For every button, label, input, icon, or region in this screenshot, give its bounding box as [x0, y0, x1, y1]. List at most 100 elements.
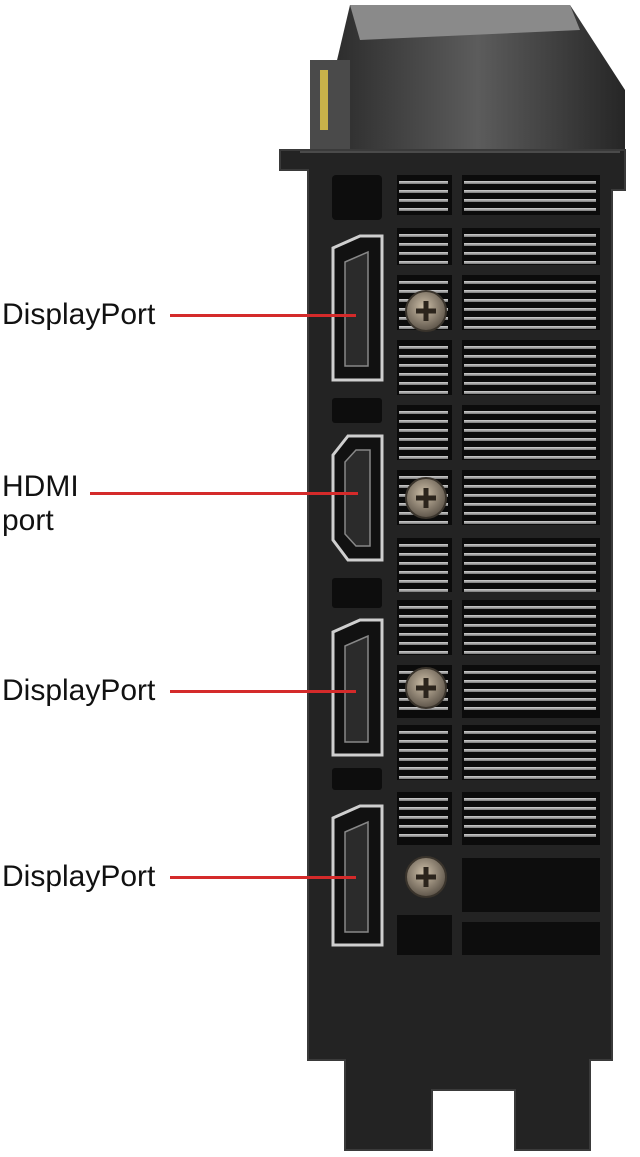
- heatsink-fin: [399, 642, 448, 645]
- screw-3: [405, 667, 447, 709]
- heatsink-fin: [464, 698, 596, 701]
- displayport-3: [331, 804, 384, 947]
- heatsink-fin: [464, 438, 596, 441]
- vent-slot: [397, 228, 452, 265]
- heatsink-fin: [464, 776, 596, 779]
- heatsink-fin: [464, 633, 596, 636]
- vent-slot: [462, 600, 600, 655]
- heatsink-fin: [464, 798, 596, 801]
- heatsink-fin: [464, 553, 596, 556]
- heatsink-fin: [464, 382, 596, 385]
- vent-slot: [462, 922, 600, 955]
- heatsink-fin: [464, 740, 596, 743]
- heatsink-fin: [464, 807, 596, 810]
- screw-1: [405, 290, 447, 332]
- heatsink-fin: [464, 243, 596, 246]
- vent-slot: [397, 405, 452, 460]
- heatsink-fin: [464, 476, 596, 479]
- vent-slot: [462, 725, 600, 780]
- heatsink-fin: [399, 234, 448, 237]
- callout-label-displayport-3: DisplayPort: [2, 860, 156, 893]
- vent-grille: [397, 175, 600, 955]
- heatsink-fin: [399, 553, 448, 556]
- heatsink-fin: [399, 355, 448, 358]
- heatsink-fin: [399, 346, 448, 349]
- leader-line-2: [90, 492, 358, 495]
- heatsink-fin: [399, 562, 448, 565]
- heatsink-fin: [399, 199, 448, 202]
- heatsink-fin: [464, 749, 596, 752]
- heatsink-fin: [464, 261, 596, 264]
- vent-slot: [462, 340, 600, 395]
- vent-slot: [397, 600, 452, 655]
- heatsink-fin: [464, 825, 596, 828]
- heatsink-fin: [464, 834, 596, 837]
- heatsink-fin: [464, 494, 596, 497]
- heatsink-fin: [464, 290, 596, 293]
- vent-slot: [462, 228, 600, 265]
- vent-slot: [397, 725, 452, 780]
- heatsink-fin: [399, 208, 448, 211]
- heatsink-fin: [464, 346, 596, 349]
- heatsink-fin: [464, 707, 596, 710]
- heatsink-fin: [399, 438, 448, 441]
- heatsink-fin: [399, 624, 448, 627]
- heatsink-fin: [399, 825, 448, 828]
- callout-label-displayport-2: DisplayPort: [2, 674, 156, 707]
- screw-2: [405, 477, 447, 519]
- heatsink-fin: [464, 816, 596, 819]
- heatsink-fin: [464, 562, 596, 565]
- heatsink-fin: [464, 317, 596, 320]
- heatsink-fin: [464, 544, 596, 547]
- heatsink-fin: [399, 420, 448, 423]
- heatsink-fin: [464, 308, 596, 311]
- heatsink-fin: [399, 281, 448, 284]
- vent-slot: [462, 470, 600, 525]
- heatsink-fin: [464, 281, 596, 284]
- heatsink-fin: [464, 411, 596, 414]
- heatsink-fin: [399, 411, 448, 414]
- vent-slot: [397, 340, 452, 395]
- heatsink-fin: [464, 199, 596, 202]
- heatsink-fin: [399, 364, 448, 367]
- heatsink-fin: [399, 816, 448, 819]
- heatsink-fin: [399, 807, 448, 810]
- heatsink-fin: [399, 767, 448, 770]
- heatsink-fin: [464, 420, 596, 423]
- heatsink-fin: [399, 521, 448, 524]
- heatsink-fin: [399, 740, 448, 743]
- heatsink-fin: [464, 208, 596, 211]
- heatsink-fin: [464, 689, 596, 692]
- vent-slot: [462, 858, 600, 912]
- heatsink-fin: [464, 447, 596, 450]
- heatsink-fin: [464, 758, 596, 761]
- heatsink-fin: [464, 606, 596, 609]
- heatsink-fin: [464, 512, 596, 515]
- vent-slot: [462, 275, 600, 330]
- callout-label-displayport-1: DisplayPort: [2, 298, 156, 331]
- heatsink-fin: [464, 680, 596, 683]
- heatsink-fin: [464, 485, 596, 488]
- heatsink-fin: [399, 429, 448, 432]
- heatsink-fin: [399, 373, 448, 376]
- heatsink-fin: [399, 382, 448, 385]
- heatsink-fin: [399, 391, 448, 394]
- heatsink-fin: [464, 651, 596, 654]
- heatsink-fin: [399, 447, 448, 450]
- heatsink-fin: [399, 261, 448, 264]
- heatsink-fin: [464, 580, 596, 583]
- heatsink-fin: [464, 624, 596, 627]
- leader-line-4: [170, 876, 356, 879]
- heatsink-fin: [464, 456, 596, 459]
- heatsink-fin: [399, 798, 448, 801]
- heatsink-fin: [464, 767, 596, 770]
- heatsink-fin: [399, 651, 448, 654]
- heatsink-fin: [464, 571, 596, 574]
- leader-line-1: [170, 314, 356, 317]
- leader-line-3: [170, 690, 356, 693]
- hdmi-port: [331, 434, 384, 562]
- cooler-shroud: [310, 5, 625, 190]
- heatsink-fin: [464, 355, 596, 358]
- screw-4: [405, 856, 447, 898]
